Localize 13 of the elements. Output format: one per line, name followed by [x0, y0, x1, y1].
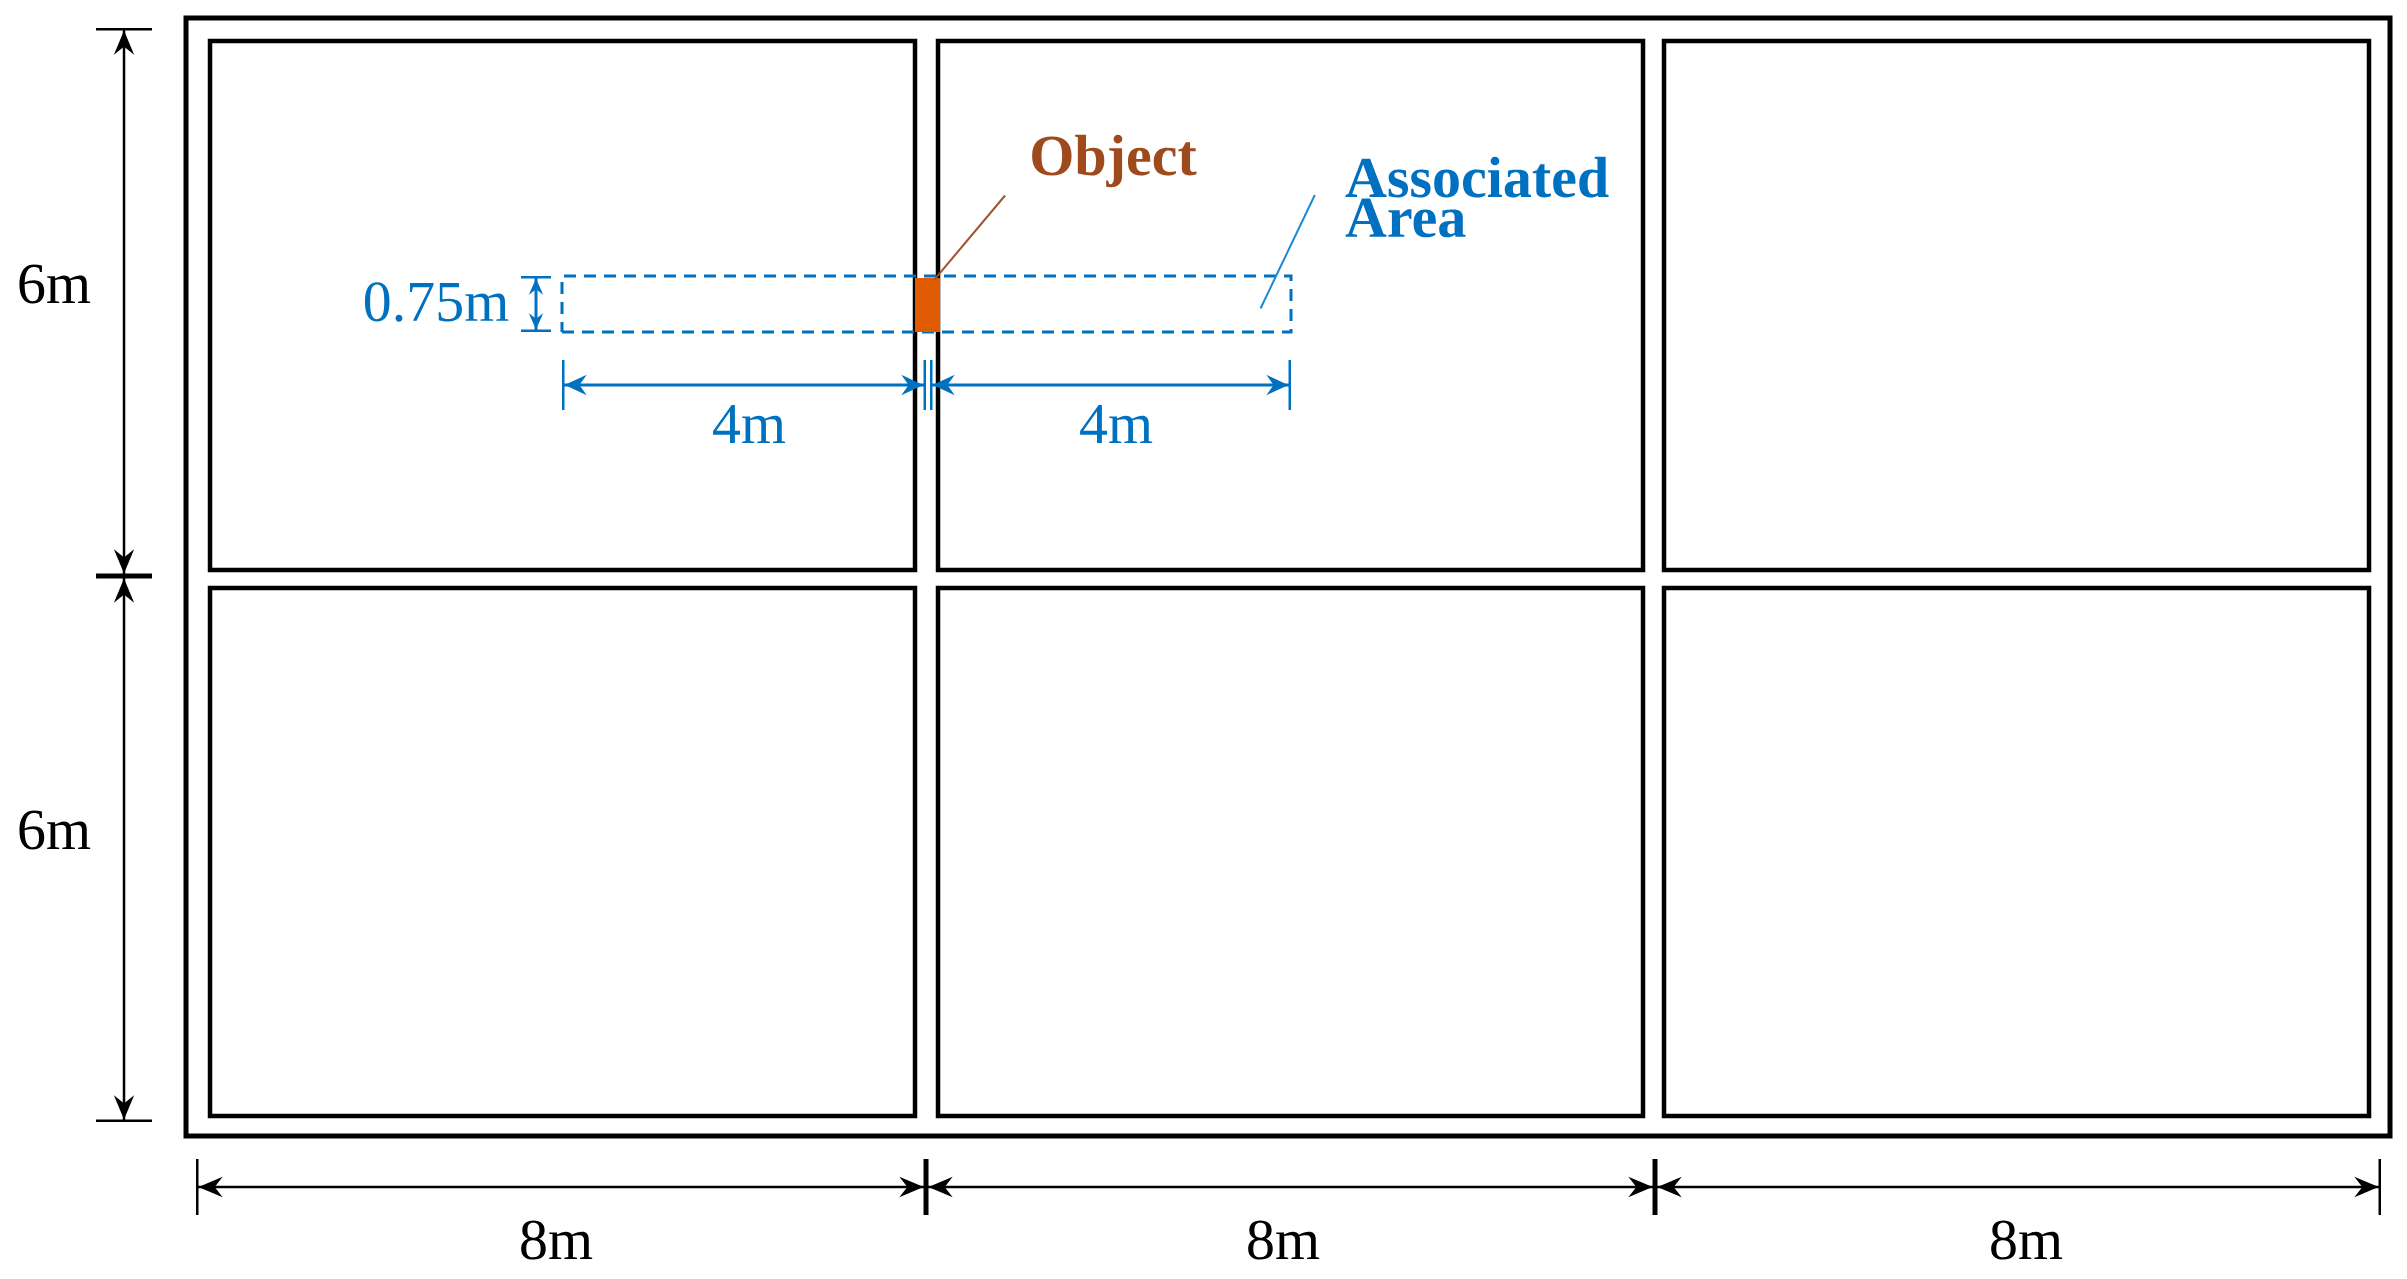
dimension-label: 8m	[1991, 1220, 2063, 1260]
dimension-label: 4m	[713, 404, 786, 444]
callout-label: Associated Area	[1345, 156, 1609, 238]
dimension-label: 6m	[19, 810, 91, 850]
callout-label: Object	[1032, 134, 1197, 188]
associated-area	[560, 274, 1293, 334]
dimension-label: 4m	[1080, 404, 1153, 444]
dimension-label: 8m	[521, 1220, 593, 1260]
dimension-label: 0.75m	[364, 282, 509, 322]
dimension-label: 6m	[19, 264, 91, 304]
object-marker	[915, 278, 940, 332]
dimension-label: 8m	[1248, 1220, 1320, 1260]
leader-line	[1259, 194, 1316, 310]
